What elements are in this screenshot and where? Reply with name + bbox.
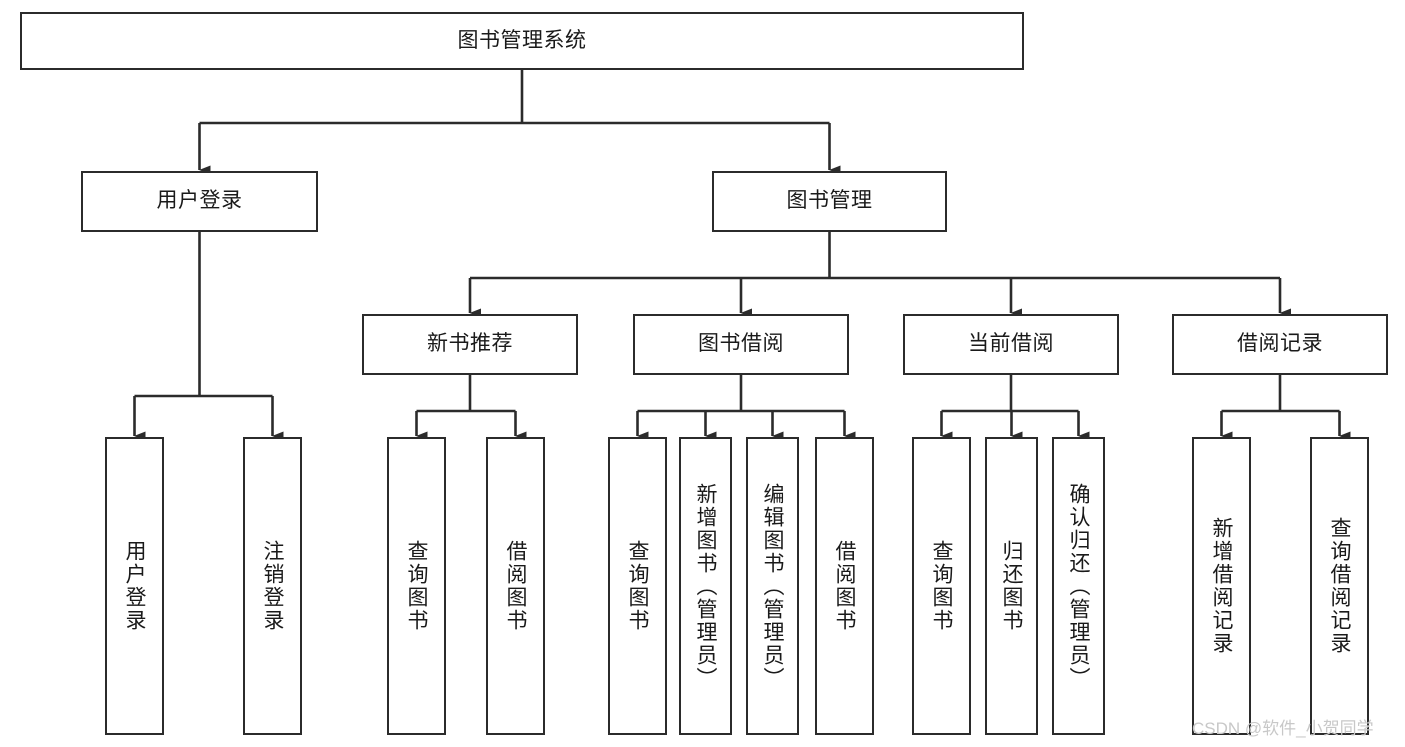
node-book-borrow[interactable]: 图书借阅: [633, 314, 849, 375]
node-current-borrow[interactable]: 当前借阅: [903, 314, 1119, 375]
node-label-leaf-user-login: 用户登录: [123, 540, 147, 632]
node-label-current-borrow: 当前借阅: [968, 332, 1054, 356]
node-label-leaf-add-book: 新增图书（管理员）: [694, 482, 718, 690]
node-label-leaf-return-book: 归还图书: [1000, 540, 1024, 632]
node-label-leaf-confirm-return: 确认归还（管理员）: [1067, 482, 1091, 690]
node-root[interactable]: 图书管理系统: [20, 12, 1024, 70]
node-leaf-query-record[interactable]: 查询借阅记录: [1310, 437, 1369, 735]
node-leaf-confirm-return[interactable]: 确认归还（管理员）: [1052, 437, 1105, 735]
node-label-book-manage: 图书管理: [786, 189, 873, 213]
node-borrow-record[interactable]: 借阅记录: [1172, 314, 1388, 375]
node-book-manage[interactable]: 图书管理: [712, 171, 947, 232]
node-label-leaf-borrow-book-2: 借阅图书: [833, 540, 857, 632]
node-leaf-user-login[interactable]: 用户登录: [105, 437, 164, 735]
node-leaf-add-record[interactable]: 新增借阅记录: [1192, 437, 1251, 735]
node-leaf-edit-book[interactable]: 编辑图书（管理员）: [746, 437, 799, 735]
node-label-leaf-query-book-1: 查询图书: [405, 540, 429, 632]
node-new-book-recommend[interactable]: 新书推荐: [362, 314, 578, 375]
node-leaf-query-book-2[interactable]: 查询图书: [608, 437, 667, 735]
node-leaf-return-book[interactable]: 归还图书: [985, 437, 1038, 735]
node-leaf-query-book-1[interactable]: 查询图书: [387, 437, 446, 735]
node-leaf-add-book[interactable]: 新增图书（管理员）: [679, 437, 732, 735]
node-label-root: 图书管理系统: [457, 28, 587, 52]
node-label-borrow-record: 借阅记录: [1237, 332, 1323, 356]
csdn-watermark: CSDN @软件_小贺同学: [1192, 719, 1374, 738]
node-label-book-borrow: 图书借阅: [698, 332, 784, 356]
node-label-leaf-query-book-2: 查询图书: [626, 540, 650, 632]
node-leaf-borrow-book-1[interactable]: 借阅图书: [486, 437, 545, 735]
node-label-leaf-user-logout: 注销登录: [261, 540, 285, 632]
node-label-user-login: 用户登录: [156, 189, 243, 213]
node-label-leaf-query-book-3: 查询图书: [930, 540, 954, 632]
node-leaf-query-book-3[interactable]: 查询图书: [912, 437, 971, 735]
node-leaf-user-logout[interactable]: 注销登录: [243, 437, 302, 735]
node-label-leaf-add-record: 新增借阅记录: [1210, 517, 1234, 655]
connector-lines: [133, 70, 1351, 441]
node-label-new-book-recommend: 新书推荐: [427, 332, 513, 356]
node-label-leaf-borrow-book-1: 借阅图书: [504, 540, 528, 632]
node-user-login[interactable]: 用户登录: [81, 171, 318, 232]
node-label-leaf-query-record: 查询借阅记录: [1328, 517, 1352, 655]
node-leaf-borrow-book-2[interactable]: 借阅图书: [815, 437, 874, 735]
node-label-leaf-edit-book: 编辑图书（管理员）: [761, 482, 785, 690]
